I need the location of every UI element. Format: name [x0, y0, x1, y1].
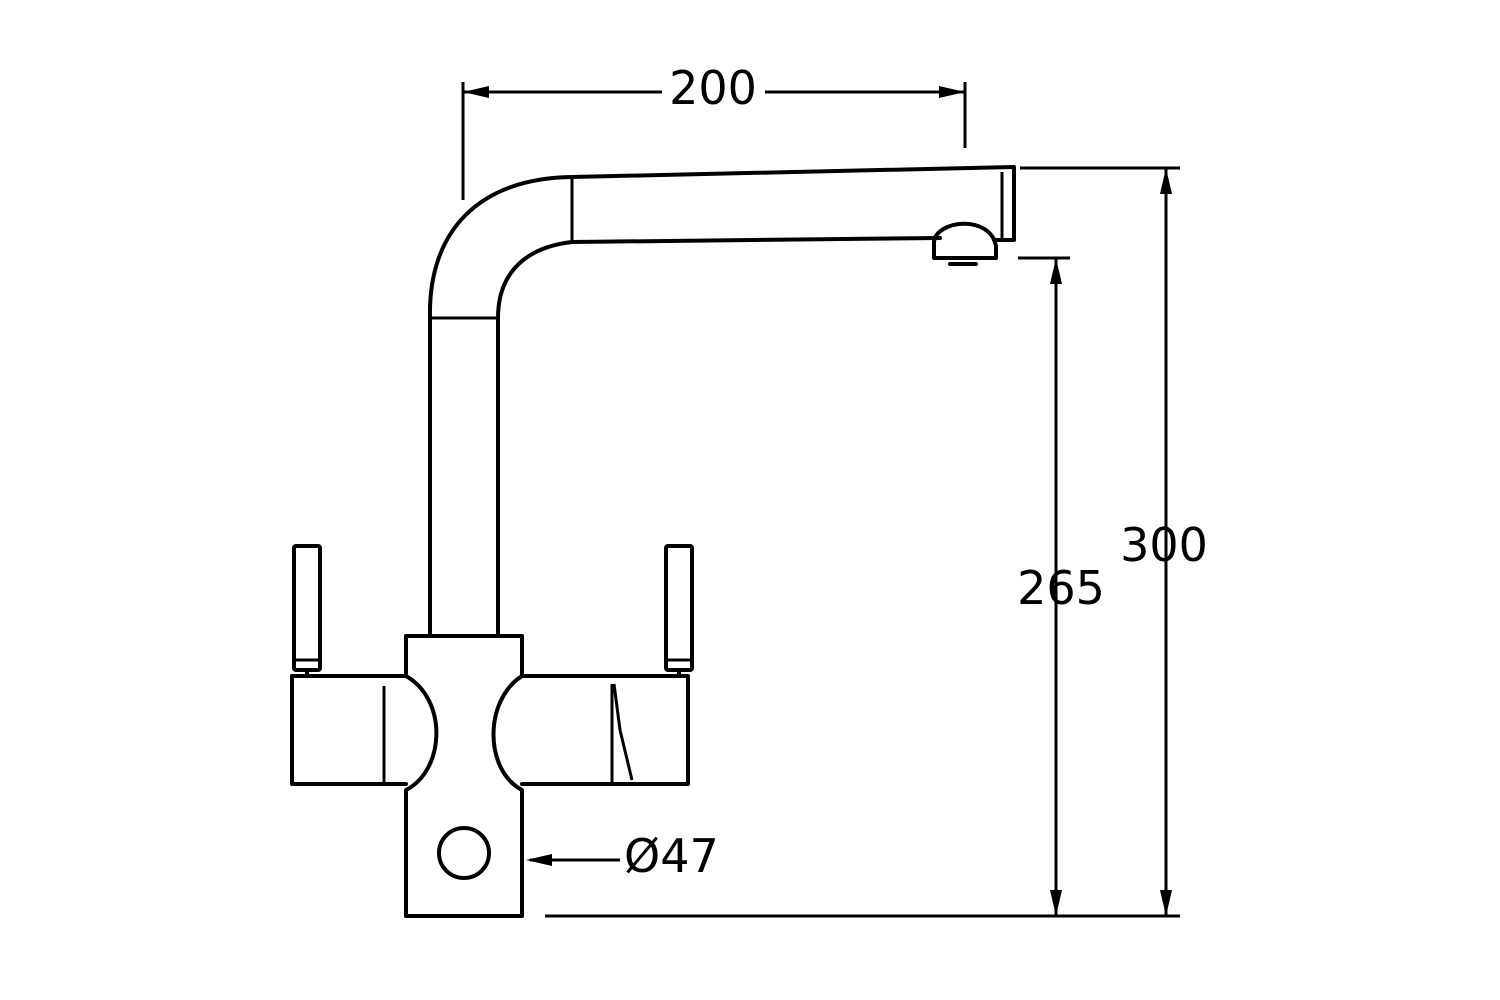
dimension-outlet-height: 265	[1017, 256, 1105, 916]
outlet-height-label: 265	[1017, 561, 1105, 615]
aerator	[932, 221, 998, 260]
spout-reach-label: 200	[669, 61, 757, 115]
left-handle-body	[290, 674, 408, 786]
side-hole	[437, 826, 491, 880]
arrowhead-top	[1050, 258, 1062, 284]
arrowhead-right	[939, 86, 965, 98]
total-height-label: 300	[1120, 518, 1208, 572]
dimension-hole-diameter: Ø47	[526, 829, 719, 883]
right-handle-body	[520, 674, 690, 786]
arrowhead-leader	[526, 854, 552, 866]
arrowhead-left	[463, 86, 489, 98]
hole-diameter-label: Ø47	[624, 829, 719, 883]
left-lever	[292, 544, 322, 672]
arrowhead-bottom	[1050, 890, 1062, 916]
dimension-spout-reach: 200	[461, 61, 967, 200]
arrowhead-top	[1160, 168, 1172, 194]
right-handle-seam	[612, 683, 634, 781]
central-column	[404, 634, 524, 918]
faucet-outline	[290, 165, 1016, 918]
dimension-total-height: 300	[545, 166, 1208, 918]
spout-inner	[496, 236, 942, 638]
right-lever	[664, 544, 694, 672]
arrowhead-bottom	[1160, 890, 1172, 916]
